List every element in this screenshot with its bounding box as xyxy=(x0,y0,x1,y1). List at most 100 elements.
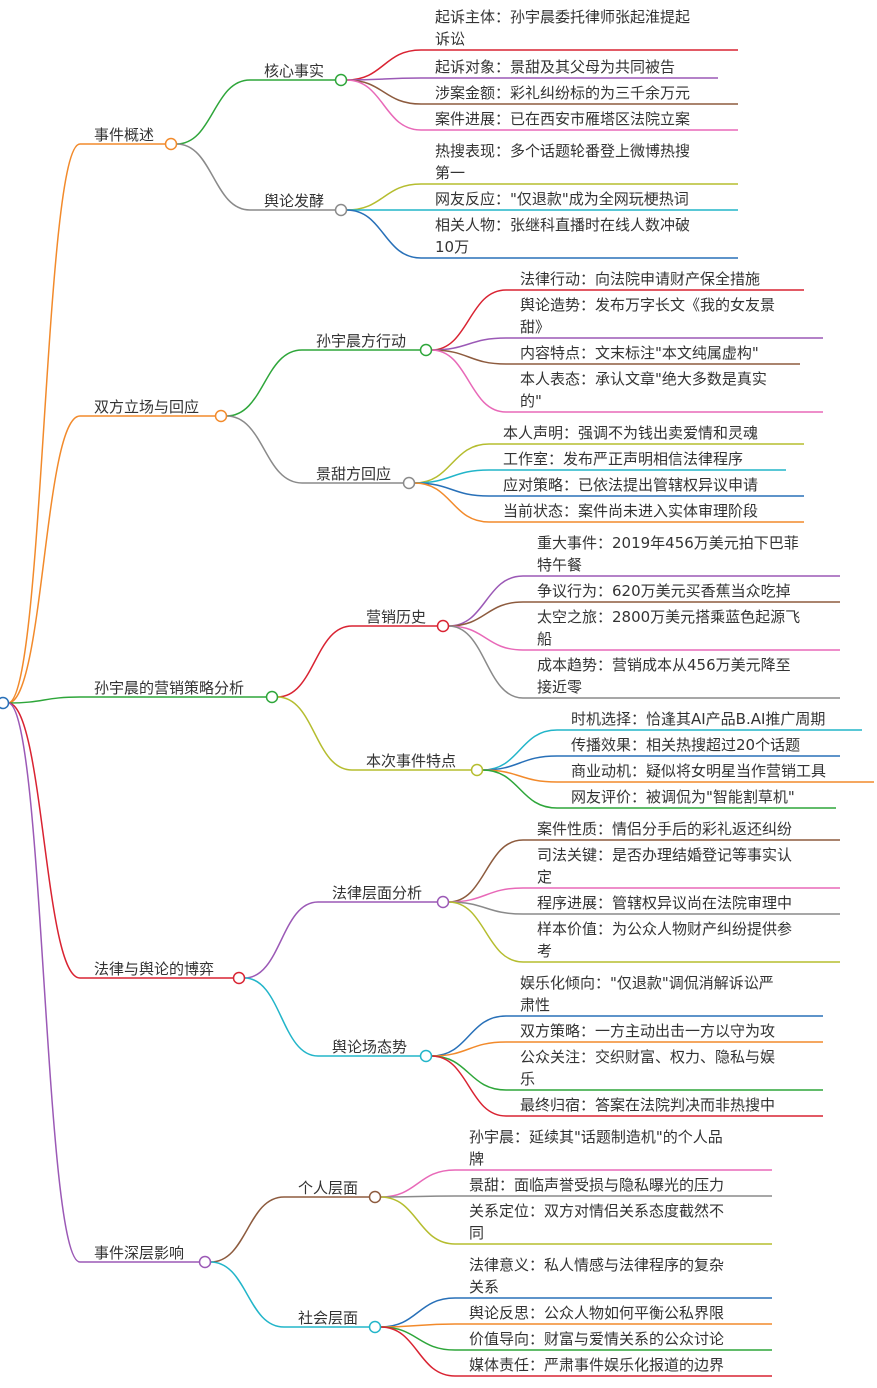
leaf-label: 本人声明：强调不为钱出卖爱情和灵魂 xyxy=(503,424,758,442)
topic-to-leaf-edge xyxy=(448,901,524,915)
topic-to-leaf-edge xyxy=(380,1169,456,1198)
root-to-branch-edge xyxy=(7,702,81,1263)
topic-to-leaf-edge xyxy=(346,79,422,131)
branch-to-topic-edge xyxy=(210,1261,285,1328)
topic-to-leaf-edge xyxy=(482,769,558,809)
topic-to-leaf-edge xyxy=(346,49,422,81)
topic-to-leaf-edge xyxy=(431,1055,507,1117)
leaf-label: 景甜：面临声誉受损与隐私曝光的压力 xyxy=(469,1176,724,1194)
topic-to-leaf-edge xyxy=(448,839,524,903)
leaf-label: 法律行动：向法院申请财产保全措施 xyxy=(520,270,760,288)
topic-node-icon[interactable] xyxy=(436,619,450,633)
branch-node-icon[interactable] xyxy=(214,409,228,423)
leaf-label: 传播效果：相关热搜超过20个话题 xyxy=(571,736,800,754)
topic-to-leaf-edge xyxy=(380,1326,456,1377)
topic-node-icon[interactable] xyxy=(368,1190,382,1204)
topic-to-leaf-edge xyxy=(414,482,490,523)
topic-to-leaf-edge xyxy=(380,1195,456,1198)
leaf-label: 样本价值：为公众人物财产纠纷提供参考 xyxy=(537,920,792,960)
branch-label: 法律与舆论的博弈 xyxy=(94,960,214,978)
topic-to-leaf-edge xyxy=(448,901,524,963)
topic-label: 核心事实 xyxy=(264,62,324,80)
leaf-label: 程序进展：管辖权异议尚在法院审理中 xyxy=(537,894,792,912)
topic-label: 舆论发酵 xyxy=(264,192,324,210)
topic-to-leaf-edge xyxy=(431,349,507,413)
topic-node-icon[interactable] xyxy=(419,1049,433,1063)
branch-label: 事件深层影响 xyxy=(94,1244,184,1262)
branch-node-icon[interactable] xyxy=(198,1255,212,1269)
leaf-label: 热搜表现：多个话题轮番登上微博热搜第一 xyxy=(435,142,690,182)
branch-to-topic-edge xyxy=(244,901,319,979)
leaf-label: 争议行为：620万美元买香蕉当众吃掉 xyxy=(537,582,791,600)
branch-label: 孙宇晨的营销策略分析 xyxy=(94,679,244,697)
leaf-label: 成本趋势：营销成本从456万美元降至接近零 xyxy=(537,656,791,696)
branch-to-topic-edge xyxy=(277,696,353,771)
topic-to-leaf-edge xyxy=(380,1297,456,1328)
connector-lines xyxy=(7,49,874,1377)
topic-node-icon[interactable] xyxy=(436,895,450,909)
topic-to-leaf-edge xyxy=(431,289,507,351)
leaf-label: 司法关键：是否办理结婚登记等事实认定 xyxy=(537,846,792,886)
topic-to-leaf-edge xyxy=(346,209,422,259)
topic-to-leaf-edge xyxy=(414,443,490,484)
topic-node-icon[interactable] xyxy=(334,73,348,87)
branch-to-topic-edge xyxy=(176,143,251,211)
leaf-label: 起诉对象：景甜及其父母为共同被告 xyxy=(435,58,675,76)
topic-node-icon[interactable] xyxy=(419,343,433,357)
topic-to-leaf-edge xyxy=(431,349,507,365)
topic-label: 社会层面 xyxy=(298,1309,358,1327)
topic-node-icon[interactable] xyxy=(334,203,348,217)
leaf-label: 舆论反思：公众人物如何平衡公私界限 xyxy=(469,1304,724,1322)
topic-node-icon[interactable] xyxy=(368,1320,382,1334)
mindmap-nodes: 事件概述 核心事实 起诉主体：孙宇晨委托律师张起淮提起诉讼起诉对象：景甜及其父母为共… xyxy=(0,8,826,1374)
leaf-label: 内容特点：文末标注"本文纯属虚构" xyxy=(520,344,759,362)
leaf-label: 案件进展：已在西安市雁塔区法院立案 xyxy=(435,110,690,128)
topic-to-leaf-edge xyxy=(346,79,422,105)
branch-node-icon[interactable] xyxy=(265,690,279,704)
leaf-label: 起诉主体：孙宇晨委托律师张起淮提起诉讼 xyxy=(435,8,690,48)
root-to-branch-edge xyxy=(7,702,81,979)
leaf-label: 应对策略：已依法提出管辖权异议申请 xyxy=(503,476,758,494)
topic-label: 法律层面分析 xyxy=(332,884,422,902)
leaf-label: 最终归宿：答案在法院判决而非热搜中 xyxy=(520,1096,775,1114)
leaf-label: 案件性质：情侣分手后的彩礼返还纠纷 xyxy=(537,820,792,838)
root-node-icon[interactable] xyxy=(0,696,10,710)
leaf-label: 当前状态：案件尚未进入实体审理阶段 xyxy=(503,502,758,520)
topic-node-icon[interactable] xyxy=(470,763,484,777)
leaf-label: 工作室：发布严正声明相信法律程序 xyxy=(503,450,743,468)
topic-label: 个人层面 xyxy=(298,1179,358,1197)
root-to-branch-edge xyxy=(7,143,81,704)
topic-to-leaf-edge xyxy=(482,729,558,771)
topic-to-leaf-edge xyxy=(431,1015,507,1057)
topic-to-leaf-edge xyxy=(448,601,524,627)
root-to-branch-edge xyxy=(7,415,81,704)
topic-label: 本次事件特点 xyxy=(366,752,456,770)
leaf-label: 价值导向：财富与爱情关系的公众讨论 xyxy=(469,1330,724,1348)
topic-node-icon[interactable] xyxy=(402,476,416,490)
topic-label: 孙宇晨方行动 xyxy=(316,332,406,350)
topic-to-leaf-edge xyxy=(346,183,422,211)
branch-node-icon[interactable] xyxy=(164,137,178,151)
topic-to-leaf-edge xyxy=(380,1326,456,1351)
branch-to-topic-edge xyxy=(226,349,303,417)
branch-label: 事件概述 xyxy=(94,126,154,144)
topic-to-leaf-edge xyxy=(431,1041,507,1057)
topic-to-leaf-edge xyxy=(448,575,524,627)
leaf-label: 商业动机：疑似将女明星当作营销工具 xyxy=(571,762,826,780)
topic-to-leaf-edge xyxy=(448,625,524,651)
leaf-label: 媒体责任：严肃事件娱乐化报道的边界 xyxy=(469,1356,724,1374)
branch-to-topic-edge xyxy=(210,1196,285,1263)
leaf-label: 法律意义：私人情感与法律程序的复杂关系 xyxy=(469,1256,724,1296)
topic-label: 景甜方回应 xyxy=(316,465,391,483)
leaf-label: 舆论造势：发布万字长文《我的女友景甜》 xyxy=(520,296,775,336)
branch-to-topic-edge xyxy=(277,625,353,698)
leaf-label: 网友评价：被调侃为"智能割草机" xyxy=(571,788,795,806)
branch-node-icon[interactable] xyxy=(232,971,246,985)
leaf-label: 时机选择：恰逢其AI产品B.AI推广周期 xyxy=(571,710,825,728)
leaf-label: 重大事件：2019年456万美元拍下巴菲特午餐 xyxy=(537,534,799,574)
leaf-label: 娱乐化倾向："仅退款"调侃消解诉讼严肃性 xyxy=(520,974,774,1014)
branch-to-topic-edge xyxy=(176,79,251,145)
root-to-branch-edge xyxy=(7,696,81,704)
